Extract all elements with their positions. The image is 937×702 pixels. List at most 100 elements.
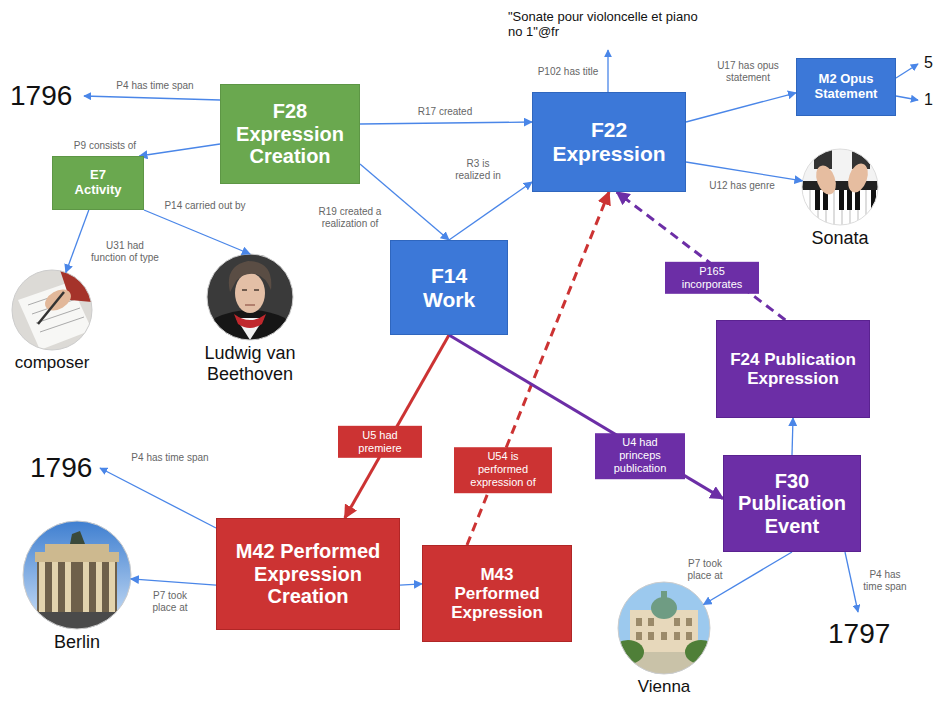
photo-rim [802, 149, 878, 225]
leader-lines [100, 468, 216, 528]
city-photo [39, 562, 45, 612]
portrait-photo [229, 261, 272, 292]
portrait-photo [242, 289, 259, 291]
node-title: M43 Performed Expression [450, 565, 545, 622]
city-photo [83, 562, 89, 612]
image-caption: Berlin [27, 632, 127, 653]
portrait-photo [245, 304, 255, 306]
city-photo [70, 531, 85, 544]
connector [400, 584, 422, 585]
circle-frame [207, 254, 293, 340]
leader-lines [84, 96, 220, 100]
city-photo [96, 562, 102, 612]
value-literal: 1796 [30, 452, 92, 484]
circle-frame [23, 521, 131, 629]
class-box: M2 Opus Statement [796, 58, 896, 116]
piano-photo [839, 190, 844, 210]
city-photo [35, 552, 119, 562]
relation-tag: U4 had princeps publication [595, 433, 685, 479]
edge-label: R3 is realized in [449, 158, 508, 182]
leader-lines [896, 64, 918, 78]
class-box: M42 Performed Expression Creation [216, 518, 400, 630]
piano-photo [810, 190, 874, 225]
portrait-photo [207, 254, 293, 340]
edge-label: R17 created [416, 106, 474, 118]
edge-label: P9 consists of [72, 140, 138, 152]
node-title: M42 Performed Expression Creation [223, 540, 393, 607]
edge-label: U17 has opus statement [709, 60, 788, 84]
node-title: F14 Work [414, 264, 484, 311]
relation-tag: U5 had premiere [338, 426, 422, 458]
connector [139, 144, 220, 156]
leader-lines [845, 552, 858, 612]
portrait-photo [207, 310, 293, 340]
piano-photo [844, 161, 871, 195]
connector [686, 93, 796, 122]
piano-photo [802, 181, 878, 190]
city-photo [23, 521, 131, 629]
photo-rim [618, 582, 710, 674]
node-title: F24 Publication Expression [723, 350, 863, 388]
circle-frame [802, 149, 878, 225]
edge-label: P7 took place at [679, 558, 731, 582]
city-photo [23, 612, 131, 629]
edge-label: R19 created a realization of [313, 206, 387, 230]
city-photo [618, 582, 710, 674]
class-box: F22 Expression [532, 92, 686, 192]
photo-rim [23, 521, 131, 629]
connector [131, 579, 216, 585]
edge-label: P7 took place at [144, 590, 196, 614]
node-title: M2 Opus Statement [813, 72, 879, 101]
image-node: Ludwig van Beethoven [207, 254, 293, 384]
composer-photo [38, 292, 64, 324]
connector [66, 210, 89, 272]
connector [360, 164, 449, 240]
node-title: F30 Publication Event [730, 470, 854, 537]
piano-photo [802, 149, 878, 225]
relation-tag: U54 is performed expression of [454, 447, 552, 493]
composer-photo [12, 270, 92, 350]
leader-label: P102 has title [538, 66, 599, 78]
leader-lines [896, 96, 918, 100]
connector [686, 162, 802, 181]
class-box: F28 Expression Creation [220, 84, 360, 184]
connector [449, 335, 723, 499]
city-photo [612, 582, 717, 674]
node-title: F22 Expression [539, 118, 679, 165]
class-box: F14 Work [390, 240, 508, 335]
circle-frame [12, 270, 92, 350]
relation-tag: P165 incorporates [665, 262, 759, 294]
class-box: F24 Publication Expression [716, 320, 870, 418]
image-node: Berlin [23, 521, 131, 653]
piano-photo [812, 163, 839, 197]
connector [467, 192, 609, 545]
class-box: F30 Publication Event [723, 455, 861, 552]
image-node: Sonata [802, 149, 878, 249]
city-photo [636, 618, 692, 640]
edge-label: P14 carried out by [162, 200, 247, 212]
piano-photo [847, 190, 852, 210]
piano-photo [855, 190, 860, 210]
piano-photo [815, 190, 820, 210]
city-photo [661, 591, 667, 600]
composer-photo [12, 270, 92, 350]
city-photo [685, 640, 717, 664]
node-title: F28 Expression Creation [227, 100, 353, 167]
value-literal: 1797 [828, 618, 890, 650]
photo-rim [207, 254, 293, 340]
piano-photo [802, 149, 878, 225]
connector [617, 192, 786, 320]
leader-label: P4 has time span [116, 80, 193, 92]
leader-lines [84, 50, 918, 612]
leader-label: P4 has time span [860, 569, 910, 592]
node-title: E7 Activity [70, 168, 126, 197]
class-box: M43 Performed Expression [422, 545, 572, 642]
connector [345, 335, 449, 518]
image-caption: Ludwig van Beethoven [185, 343, 315, 384]
city-photo [45, 544, 109, 552]
piano-photo [802, 190, 878, 225]
image-caption: composer [7, 353, 97, 373]
